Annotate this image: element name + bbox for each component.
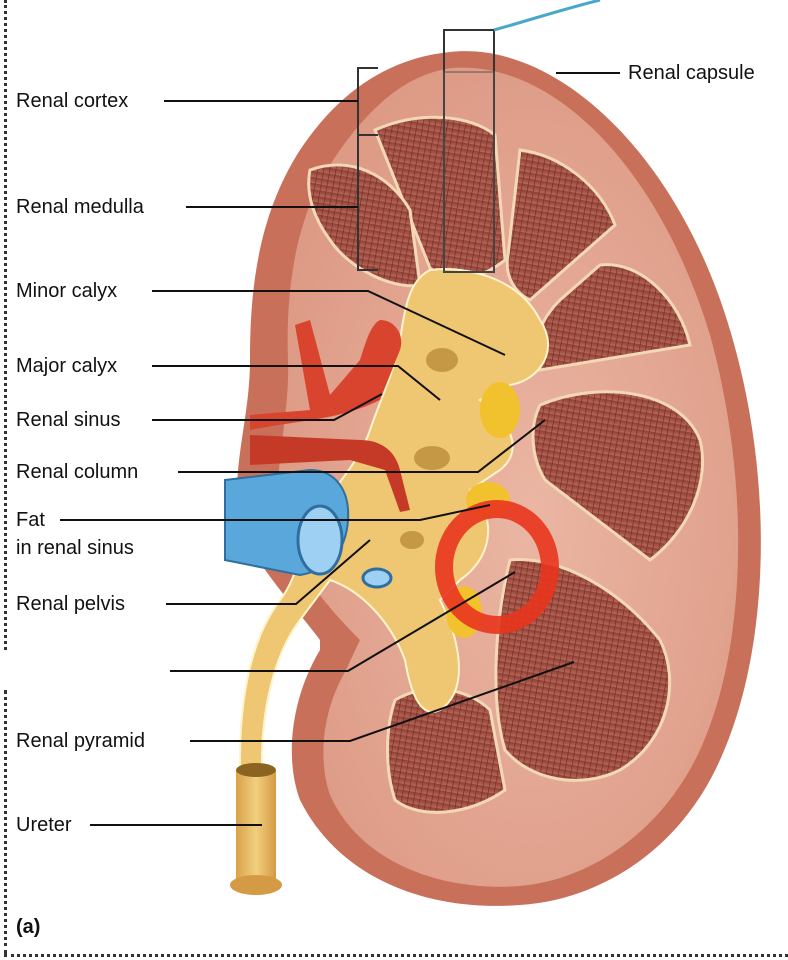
highlight-ring [435, 500, 559, 634]
cortex-medulla-inner-box [443, 71, 495, 273]
ureter-cut-end [230, 875, 282, 895]
label-renal-capsule: Renal capsule [628, 62, 755, 84]
renal-vein-opening [296, 504, 344, 576]
label-major-calyx: Major calyx [16, 355, 118, 377]
medulla-bracket [357, 134, 378, 271]
label-minor-calyx: Minor calyx [16, 280, 118, 302]
label-renal-pelvis: Renal pelvis [16, 593, 125, 615]
frame-left-border-bottom [4, 690, 7, 954]
zoom-connector [493, 0, 601, 32]
vein-branch-opening [361, 567, 393, 589]
frame-left-border-top [4, 0, 7, 650]
label-renal-column: Renal column [16, 461, 139, 483]
label-ureter: Ureter [16, 814, 72, 836]
frame-bottom-border [4, 954, 788, 957]
label-renal-medulla: Renal medulla [16, 196, 144, 218]
sinus-openings [400, 348, 458, 549]
ureter-shape [236, 770, 276, 895]
renal-artery [250, 320, 402, 430]
label-renal-cortex: Renal cortex [16, 90, 129, 112]
renal-artery-branch [250, 435, 410, 512]
leader-lines [60, 72, 620, 826]
label-renal-pyramid: Renal pyramid [16, 730, 145, 752]
label-fat-line2: in renal sinus [16, 537, 134, 559]
label-fat-line1: Fat [16, 509, 45, 531]
label-renal-sinus: Renal sinus [16, 409, 121, 431]
label-fat: Fat in renal sinus [16, 506, 134, 562]
panel-label: (a) [16, 916, 41, 938]
ureter-opening [236, 763, 276, 777]
